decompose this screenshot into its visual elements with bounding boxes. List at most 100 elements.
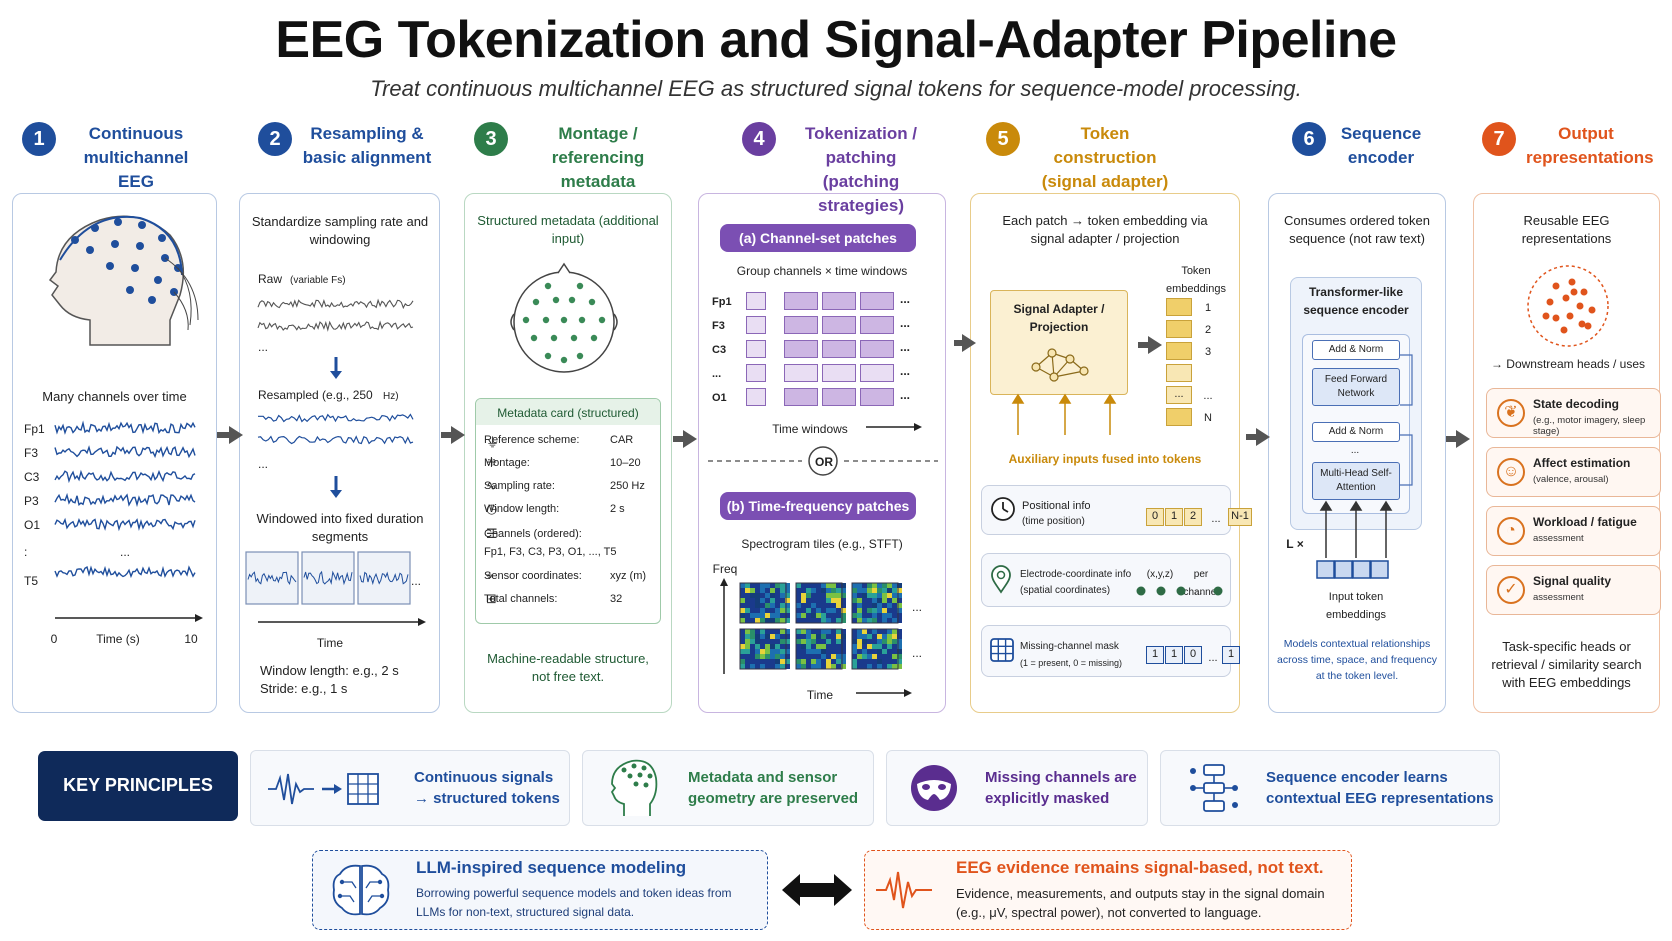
self-attention-box: Multi-Head Self-Attention	[1312, 462, 1400, 500]
raw-traces	[257, 298, 414, 332]
row-label: O1	[712, 392, 727, 404]
token-embeddings-head: Token embeddings	[1166, 265, 1226, 295]
electrode-dot	[522, 316, 530, 324]
eeg-trace	[54, 517, 196, 532]
ground-icon: ⏚	[486, 435, 500, 450]
electrode-coordinate-box	[981, 553, 1231, 607]
window-length: Window length: e.g., 2 s	[260, 663, 399, 678]
embedding-dot	[1546, 298, 1554, 306]
embedding-dot	[1560, 326, 1568, 334]
panel-sequence-encoder	[1268, 193, 1446, 713]
spectrogram-label: Spectrogram tiles (e.g., STFT)	[741, 537, 903, 551]
step-title: Token construction (signal adapter)	[1041, 124, 1169, 191]
ear-mark	[510, 313, 515, 331]
group-label: Group channels × time windows	[736, 264, 908, 278]
mask-ellipsis: ...	[1208, 652, 1218, 664]
step-badge: 5	[986, 122, 1020, 156]
channel-label: O1	[24, 518, 41, 532]
output-card-sub: (e.g., motor imagery, sleep stage)	[1533, 415, 1646, 437]
eeg-trace	[54, 565, 196, 579]
channel-ellipsis: ...	[119, 545, 130, 559]
patch-cell	[746, 364, 766, 382]
token-index: 1	[1204, 302, 1212, 314]
eeg-trace	[54, 420, 196, 435]
mask-bit: 1	[1146, 646, 1164, 664]
list-icon: ☰	[486, 526, 498, 541]
dots: ...	[410, 574, 421, 588]
raw-trace	[257, 320, 414, 332]
spectrogram-tile	[795, 582, 846, 624]
patch-cell	[746, 292, 766, 310]
double-arrow-icon	[782, 874, 852, 906]
windowed-label: Windowed into fixed duration segments	[256, 511, 424, 544]
downstream-label: → Downstream heads / uses	[1490, 357, 1646, 371]
signal-adapter-box	[990, 290, 1128, 395]
clock-icon	[991, 497, 1015, 521]
principle-text: Continuous signals → structured tokens	[414, 769, 560, 807]
network-icon: ⁜	[486, 455, 497, 470]
token-index: ...	[1203, 390, 1213, 402]
patch-cell	[822, 316, 856, 334]
output-card-sub: (valence, arousal)	[1533, 474, 1609, 485]
step-title: Continuous multichannel EEG	[83, 124, 189, 191]
page-subtitle: Treat continuous multichannel EEG as str…	[370, 76, 1302, 101]
step-title: Sequence encoder	[1340, 124, 1422, 167]
input-token-label: Input token embeddings	[1326, 591, 1386, 621]
step-badge: 3	[474, 122, 508, 156]
mask-bit: 1	[1165, 646, 1183, 664]
flow-arrow-head	[1256, 428, 1270, 446]
output-footer: Task-specific heads or retrieval / simil…	[1491, 639, 1642, 690]
metadata-row-value: 250 Hz	[610, 480, 645, 492]
time-windows-arrow	[866, 423, 922, 431]
flow-arrow	[1138, 342, 1150, 348]
step-badge: 6	[1292, 122, 1326, 156]
metadata-row-value: 32	[610, 593, 623, 605]
cluster-outline	[1527, 265, 1609, 347]
patch-cell	[784, 340, 818, 358]
metadata-row-label: Montage:	[484, 457, 530, 469]
head-electrodes-icon	[48, 215, 199, 346]
flow-arrow-head	[683, 430, 697, 448]
window-segment	[245, 551, 299, 605]
resampled-traces	[257, 413, 414, 445]
step-badge: 1	[22, 122, 56, 156]
segment-trace	[359, 571, 409, 586]
flow-arrow	[1246, 434, 1258, 440]
principle-card	[250, 750, 570, 826]
electrode-dot	[560, 356, 568, 364]
grid-icon	[990, 638, 1014, 662]
electrode-dot	[542, 316, 550, 324]
step-title: Tokenization / patching (patching strate…	[804, 124, 918, 215]
brain-icon: ❦	[1497, 399, 1525, 427]
aux-label: Auxiliary inputs fused into tokens	[1008, 452, 1202, 466]
electrode-dot	[552, 296, 560, 304]
embedding-dot	[1584, 322, 1592, 330]
residual-lines	[1400, 354, 1413, 486]
grid-icon: ⊞	[486, 591, 497, 606]
principle-text: Sequence encoder learns contextual EEG r…	[1266, 769, 1494, 807]
metadata-heading: Structured metadata (additional input)	[477, 213, 659, 246]
time-axis-arrow	[856, 689, 912, 697]
row-ellipsis: ...	[899, 388, 910, 402]
token-embedding-block	[1166, 386, 1192, 404]
signal-based-text: Evidence, measurements, and outputs stay…	[956, 886, 1325, 920]
spectrogram-tiles	[739, 582, 902, 670]
step-4-header: 4 Tokenization / patching (patching stra…	[742, 122, 936, 218]
patch-cell	[746, 316, 766, 334]
resampled-label: Resampled (e.g., 250	[258, 388, 373, 402]
electrode-dot	[532, 298, 540, 306]
embedding-dot	[1568, 278, 1576, 286]
signal-wave-icon	[876, 871, 932, 909]
raw-note: (variable Fs)	[290, 275, 346, 286]
token-heading: Each patch → token embedding via signal …	[1002, 213, 1208, 246]
flow-arrow-head	[451, 426, 465, 444]
row-label: C3	[712, 344, 727, 356]
flow-arrow	[954, 340, 966, 346]
panel-token-construction	[970, 193, 1240, 713]
page-title: EEG Tokenization and Signal-Adapter Pipe…	[275, 11, 1397, 69]
resampled-unit: Hz)	[383, 391, 399, 402]
channel-set-pill: (a) Channel-set patches	[720, 224, 916, 252]
token-index: N	[1204, 412, 1212, 424]
electrode-dot	[576, 352, 584, 360]
